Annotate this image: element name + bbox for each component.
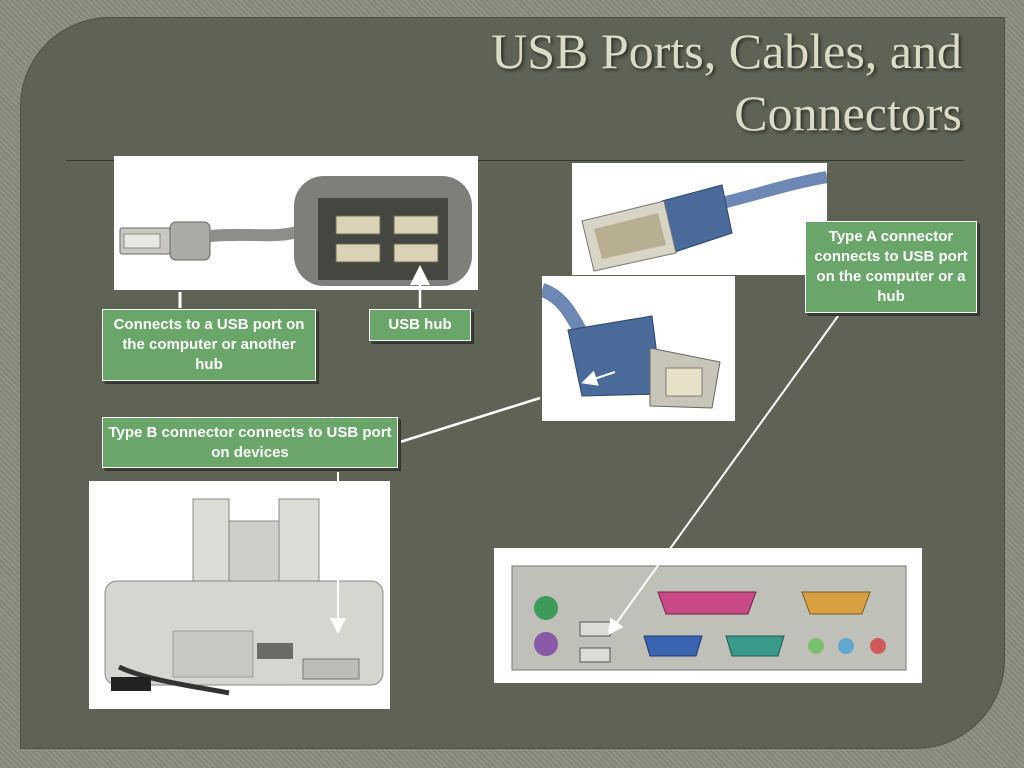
printer-rear-photo [89,481,390,709]
usb-type-a-connector-photo [572,163,827,275]
callout-type-a: Type A connector connects to USB port on… [805,221,977,313]
type-b-leader-line [399,396,541,444]
usb-hub-photo [114,156,478,290]
title-divider [66,160,963,161]
computer-rear-ports-photo [494,548,922,683]
callout-usb-hub: USB hub [369,309,471,341]
callout-type-b: Type B connector connects to USB port on… [102,417,398,468]
usb-type-b-connector-photo [542,276,735,421]
type-b-inner-arrow [581,370,616,386]
callout-hub-port: Connects to a USB port on the computer o… [102,309,316,381]
slide-title: USB Ports, Cables, and Connectors [491,23,962,141]
type-a-leader-arrow [607,315,839,636]
